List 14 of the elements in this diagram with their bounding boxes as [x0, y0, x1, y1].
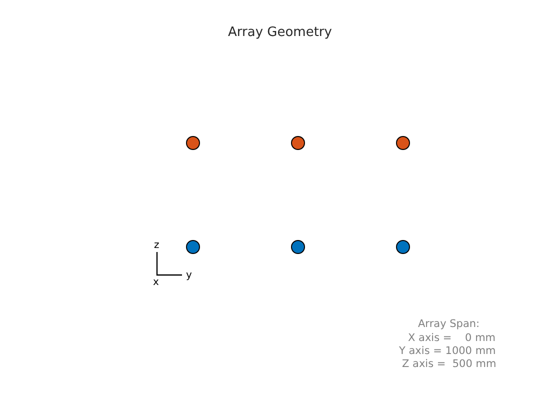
- axis-label: z: [154, 241, 160, 251]
- plot-title: Array Geometry: [228, 26, 332, 39]
- span-value: Z axis = 500 mm: [402, 359, 496, 370]
- array-element-marker: [396, 240, 410, 254]
- array-element-marker: [291, 240, 305, 254]
- axis-label: y: [186, 271, 192, 281]
- array-element-marker: [186, 240, 200, 254]
- array-element-marker: [291, 136, 305, 150]
- array-element-marker: [396, 136, 410, 150]
- span-heading: Array Span:: [418, 319, 480, 330]
- axis-label: x: [153, 278, 159, 288]
- array-element-marker: [186, 136, 200, 150]
- span-value: Y axis = 1000 mm: [399, 346, 496, 356]
- span-value: X axis = 0 mm: [408, 333, 496, 344]
